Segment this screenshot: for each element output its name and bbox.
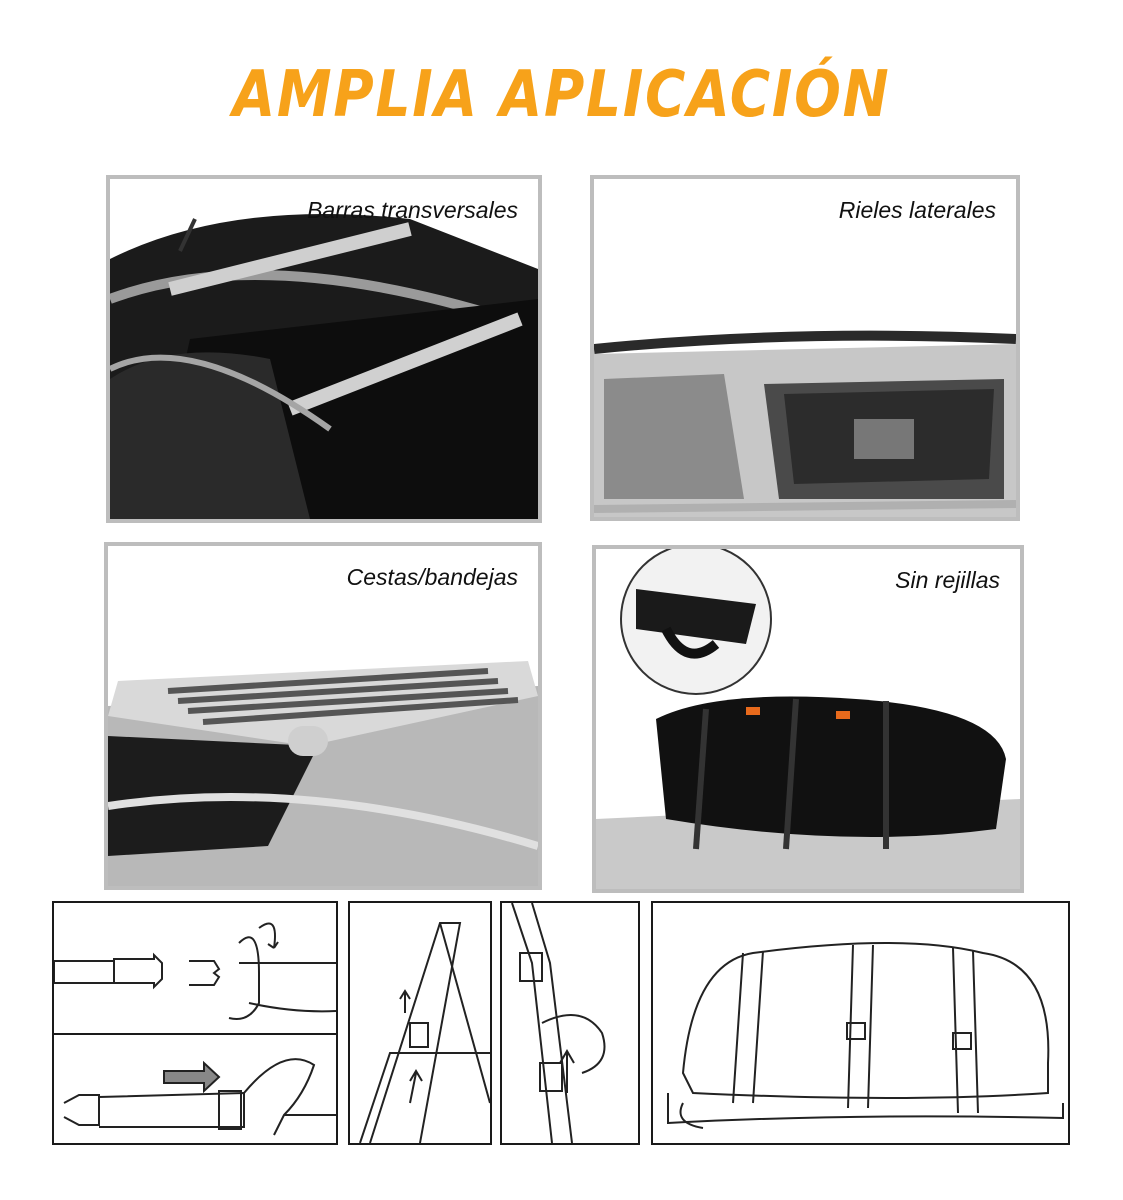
baskets-panel: Cestas/bandejas [104, 542, 542, 890]
panel-label: Rieles laterales [838, 197, 996, 223]
no-racks-panel: Sin rejillas [592, 545, 1024, 893]
crossbars-panel: Barras transversales [106, 175, 542, 523]
tighten-diagram [52, 1033, 338, 1145]
page-title: AMPLIA APLICACIÓN [232, 58, 891, 132]
buckle-diagram [52, 901, 338, 1035]
door-frame-strap-diagram [359, 922, 490, 1143]
cargo-bag-on-roof-diagram [667, 942, 1064, 1129]
roof-cargo-bag-photo [596, 549, 1020, 889]
panel-label: Barras transversales [307, 197, 518, 223]
pull-strap-diagram [500, 901, 640, 1145]
door-strap-diagram [348, 901, 492, 1145]
strap-pull-diagram [511, 903, 606, 1143]
cargo-bag-diagram [651, 901, 1070, 1145]
buckle-fastening-diagram [54, 922, 336, 1020]
panel-label: Cestas/bandejas [346, 564, 518, 590]
roof-basket-tray-photo [108, 546, 538, 886]
panel-label: Sin rejillas [895, 567, 1000, 593]
strap-tightening-diagram [63, 1058, 336, 1136]
car-roof-crossbars-photo [110, 179, 538, 519]
car-side-rails-photo [594, 179, 1016, 517]
side-rails-panel: Rieles laterales [590, 175, 1020, 521]
